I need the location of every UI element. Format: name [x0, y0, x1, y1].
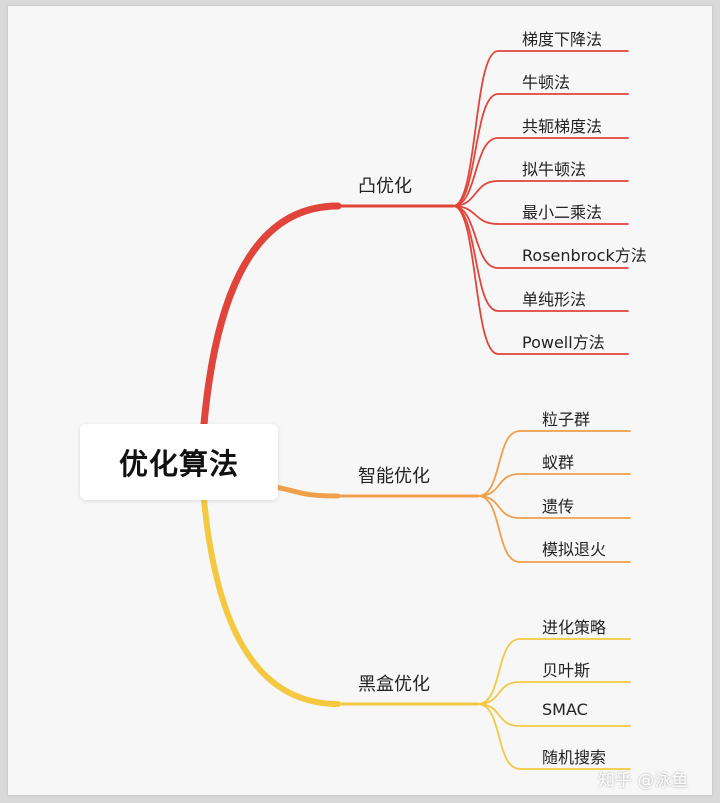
- leaf-label: 贝叶斯: [542, 661, 591, 680]
- root-label: 优化算法: [118, 447, 239, 481]
- branch-connector: [201, 497, 341, 707]
- leaf-label: SMAC: [542, 700, 588, 719]
- branch-label-blackbox: 黑盒优化: [358, 674, 430, 695]
- leaf-label: 梯度下降法: [522, 30, 603, 49]
- leaf-connector: [477, 495, 631, 519]
- mindmap-canvas: 优化算法 凸优化 梯度下降法 牛顿法 共轭梯度法 拟牛顿法 最小二乘法 Rose…: [8, 6, 712, 795]
- leaf-label: 牛顿法: [522, 73, 571, 92]
- leaf-label: 拟牛顿法: [522, 160, 587, 179]
- leaf-connector: [452, 180, 629, 207]
- leaf-label: 进化策略: [542, 618, 607, 637]
- leaf-connector: [452, 205, 629, 225]
- leaf-label: 共轭梯度法: [522, 117, 603, 136]
- branch-connector: [200, 202, 342, 428]
- leaf-label: 蚁群: [542, 453, 575, 472]
- leaf-connector: [477, 473, 631, 497]
- leaf-label: 随机搜索: [542, 748, 607, 767]
- leaf-connector: [452, 50, 629, 207]
- leaf-label: 粒子群: [542, 410, 591, 429]
- leaf-connector: [477, 495, 631, 563]
- leaf-label: 遗传: [542, 497, 575, 516]
- root-node: 优化算法: [80, 424, 278, 500]
- watermark: 知乎 @泳鱼: [598, 771, 689, 791]
- branch-label-intelligent: 智能优化: [358, 466, 430, 487]
- branch-label-convex: 凸优化: [358, 176, 412, 197]
- leaf-label: 单纯形法: [522, 290, 587, 309]
- leaf-connector: [477, 681, 631, 705]
- leaf-label: 最小二乘法: [522, 203, 603, 222]
- leaf-connector: [477, 430, 631, 497]
- leaf-connector: [452, 137, 629, 207]
- branch-connector: [267, 483, 341, 499]
- leaf-connector: [452, 93, 629, 207]
- leaf-label: Powell方法: [522, 333, 605, 352]
- leaf-connector: [452, 205, 629, 269]
- leaf-connector: [452, 205, 629, 355]
- leaf-connector: [477, 703, 631, 727]
- leaf-label: 模拟退火: [542, 540, 607, 559]
- leaf-label: Rosenbrock方法: [522, 246, 647, 265]
- leaf-connector: [477, 703, 631, 770]
- leaf-connector: [477, 638, 631, 705]
